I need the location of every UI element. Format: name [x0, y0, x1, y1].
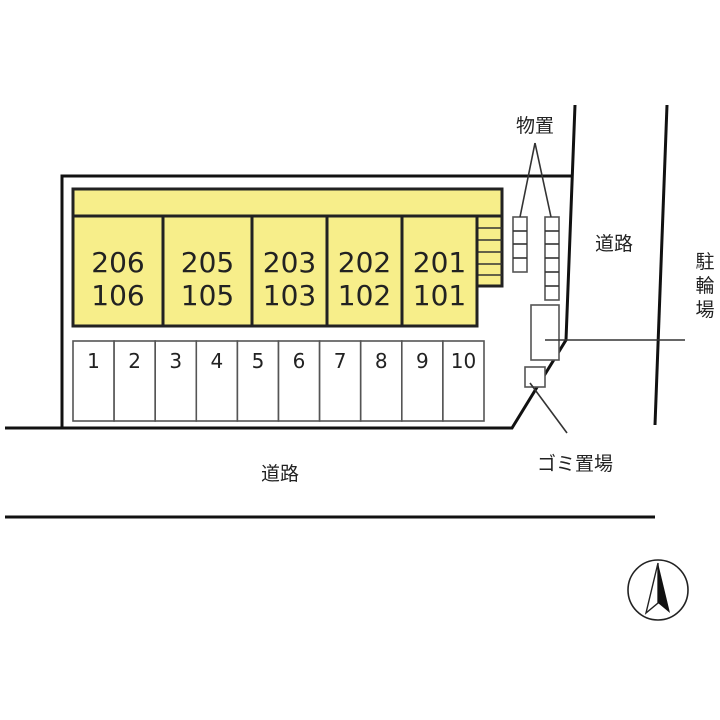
unit-lower-number: 102: [338, 279, 391, 312]
road-right-edge: [653, 104, 669, 426]
parking-space: 1: [72, 340, 115, 422]
garbage-label: ゴミ置場: [537, 453, 613, 475]
parking-space: 5: [236, 340, 280, 422]
parking-space: 4: [195, 340, 239, 422]
bicycle-parking-label-2: 輪: [695, 275, 714, 297]
parking-space-number: 9: [416, 349, 429, 373]
parking-space: 2: [113, 340, 156, 422]
parking-space-number: 4: [210, 349, 223, 373]
parking-space: 6: [277, 340, 321, 422]
lot-boundary: [60, 174, 572, 428]
parking-space-number: 5: [252, 349, 265, 373]
parking-space-number: 2: [128, 349, 141, 373]
unit-upper-number: 202: [338, 246, 391, 279]
parking-space-number: 8: [375, 349, 388, 373]
garbage-leader: [529, 382, 568, 434]
unit-lower-number: 101: [413, 279, 466, 312]
parking-space-number: 3: [169, 349, 182, 373]
unit-upper-number: 203: [263, 246, 316, 279]
road-label-bottom: 道路: [261, 463, 299, 485]
parking-space: 8: [359, 340, 403, 422]
unit-lower-number: 103: [263, 279, 316, 312]
parking-space: 10: [442, 340, 485, 422]
bicycle-parking-label-3: 場: [695, 299, 714, 321]
parking-space-number: 6: [293, 349, 306, 373]
unit-upper-number: 206: [91, 246, 144, 279]
unit-upper-number: 201: [413, 246, 466, 279]
unit-upper-number: 205: [181, 246, 234, 279]
bicycle-parking-label-1: 駐: [695, 251, 714, 273]
unit-lower-number: 105: [181, 279, 234, 312]
parking-space: 3: [154, 340, 198, 422]
road-label-right: 道路: [595, 233, 633, 255]
parking-space-number: 7: [334, 349, 347, 373]
corridor: [71, 187, 504, 218]
north-arrow-icon: [627, 559, 689, 621]
parking-space: 9: [400, 340, 444, 422]
parking-space-number: 10: [451, 349, 476, 373]
parking-space: 7: [318, 340, 362, 422]
garbage-area: [524, 366, 546, 388]
stairs: [475, 214, 504, 288]
parking-space-number: 1: [87, 349, 100, 373]
storage-sheds: [512, 142, 560, 301]
bicycle-parking: [530, 304, 560, 361]
storage-label: 物置: [516, 115, 554, 137]
unit-lower-number: 106: [91, 279, 144, 312]
